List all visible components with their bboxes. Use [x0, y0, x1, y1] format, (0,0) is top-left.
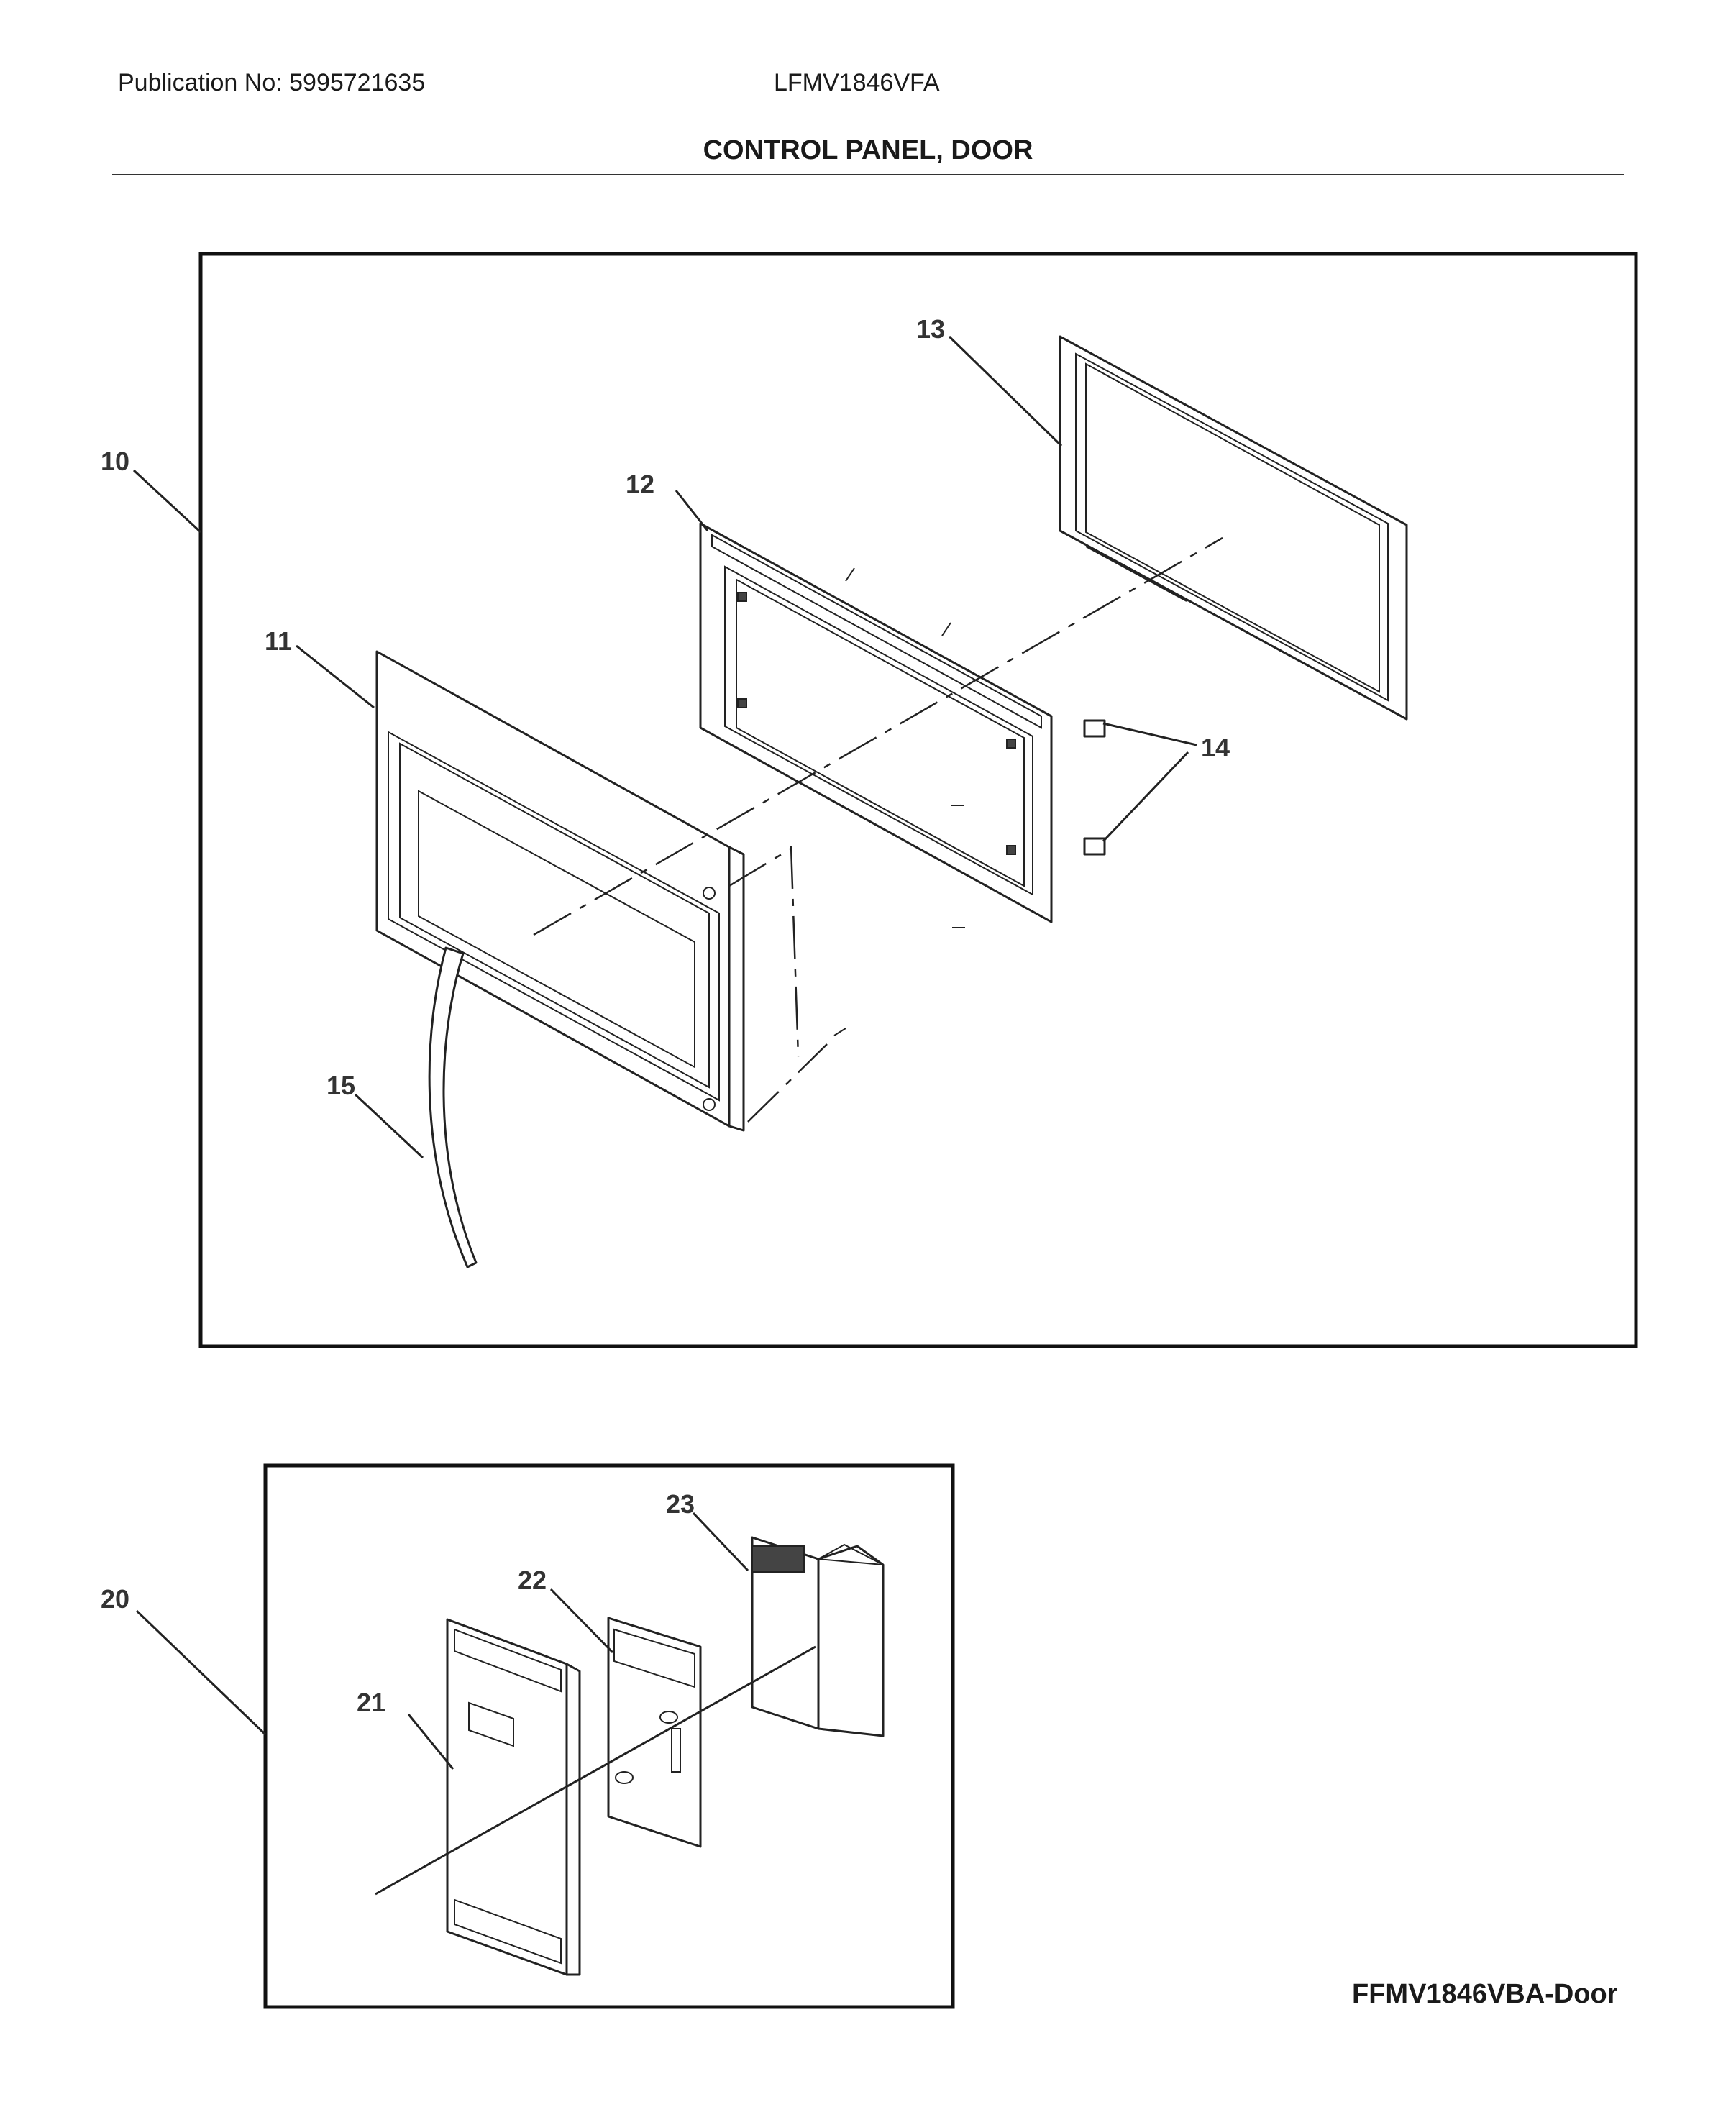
callout-14: 14 [1201, 733, 1230, 762]
page-title: CONTROL PANEL, DOOR [703, 135, 1033, 165]
callout-22: 22 [518, 1565, 547, 1595]
diagram-reference: FFMV1846VBA-Door [1352, 1979, 1618, 2009]
callout-12: 12 [626, 470, 654, 499]
model-number: LFMV1846VFA [774, 69, 940, 96]
callout-13: 13 [916, 314, 945, 344]
publication-number: Publication No: 5995721635 [118, 69, 426, 96]
leader-20 [135, 1609, 267, 1736]
callout-23: 23 [666, 1489, 695, 1519]
alignment-line-lower [375, 1645, 816, 1896]
alignment-line-top [728, 847, 792, 887]
alignment-line-hinge [790, 845, 800, 1058]
leader-22 [549, 1588, 614, 1654]
part-14-latches [1083, 719, 1106, 856]
leader-12 [675, 490, 709, 531]
part-23-control-box [751, 1536, 885, 1737]
leader-10 [132, 469, 202, 534]
alignment-line-screw [747, 1043, 828, 1123]
part-12-inner-door [699, 522, 1053, 928]
leader-14b [1102, 751, 1189, 843]
leader-21 [407, 1714, 454, 1770]
leader-13 [948, 335, 1063, 447]
part-13-door-frame [1059, 335, 1408, 721]
part-11-outer-door [375, 650, 846, 1132]
door-assembly-frame [198, 252, 1638, 1348]
part-22-board-bracket [607, 1617, 702, 1848]
part-15-handle [428, 946, 478, 1268]
callout-15: 15 [326, 1071, 355, 1100]
callout-11: 11 [265, 626, 292, 656]
alignment-line-upper [533, 536, 1223, 936]
leader-23 [692, 1512, 749, 1572]
callout-21: 21 [357, 1688, 385, 1717]
part-21-control-panel [446, 1618, 581, 1976]
header-divider [112, 174, 1624, 175]
callout-20: 20 [101, 1584, 129, 1614]
leader-15 [354, 1093, 424, 1159]
leader-11 [296, 644, 375, 709]
leader-14a [1102, 722, 1197, 746]
control-panel-frame [263, 1463, 955, 2009]
callout-10: 10 [101, 447, 129, 476]
